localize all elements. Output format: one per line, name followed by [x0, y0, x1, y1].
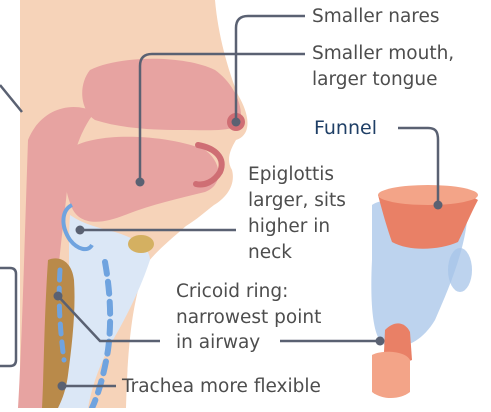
dot-nares: [232, 118, 241, 127]
label-cricoid-2: narrowest point: [176, 306, 321, 329]
dot-cricoid: [376, 337, 385, 346]
label-trachea: Trachea more flexible: [122, 375, 321, 398]
label-cricoid-1: Cricoid ring:: [176, 280, 288, 303]
label-funnel: Funnel: [314, 117, 377, 140]
funnel-rim: [378, 185, 478, 205]
leader-nares: [236, 16, 305, 122]
dot-trachea: [58, 382, 67, 391]
label-epiglottis-3: higher in: [248, 215, 330, 238]
trachea-model: [372, 352, 410, 398]
dot-mouth: [136, 178, 145, 187]
dot-epiglottis: [76, 226, 85, 235]
label-epiglottis-2: larger, sits: [248, 189, 346, 212]
label-smaller-nares: Smaller nares: [312, 5, 440, 28]
label-larger-tongue: larger tongue: [312, 68, 438, 91]
leader-bracket: [0, 268, 16, 366]
dot-cricoid-left: [54, 292, 63, 301]
label-cricoid-3: in airway: [176, 331, 260, 354]
funnel-side-lobe: [448, 248, 472, 292]
hyoid-bone: [128, 235, 154, 253]
dot-funnel: [434, 201, 443, 210]
label-epiglottis-1: Epiglottis: [248, 163, 334, 186]
leader-top-left: [0, 85, 22, 112]
label-smaller-mouth: Smaller mouth,: [312, 42, 454, 65]
label-epiglottis-4: neck: [248, 241, 292, 264]
